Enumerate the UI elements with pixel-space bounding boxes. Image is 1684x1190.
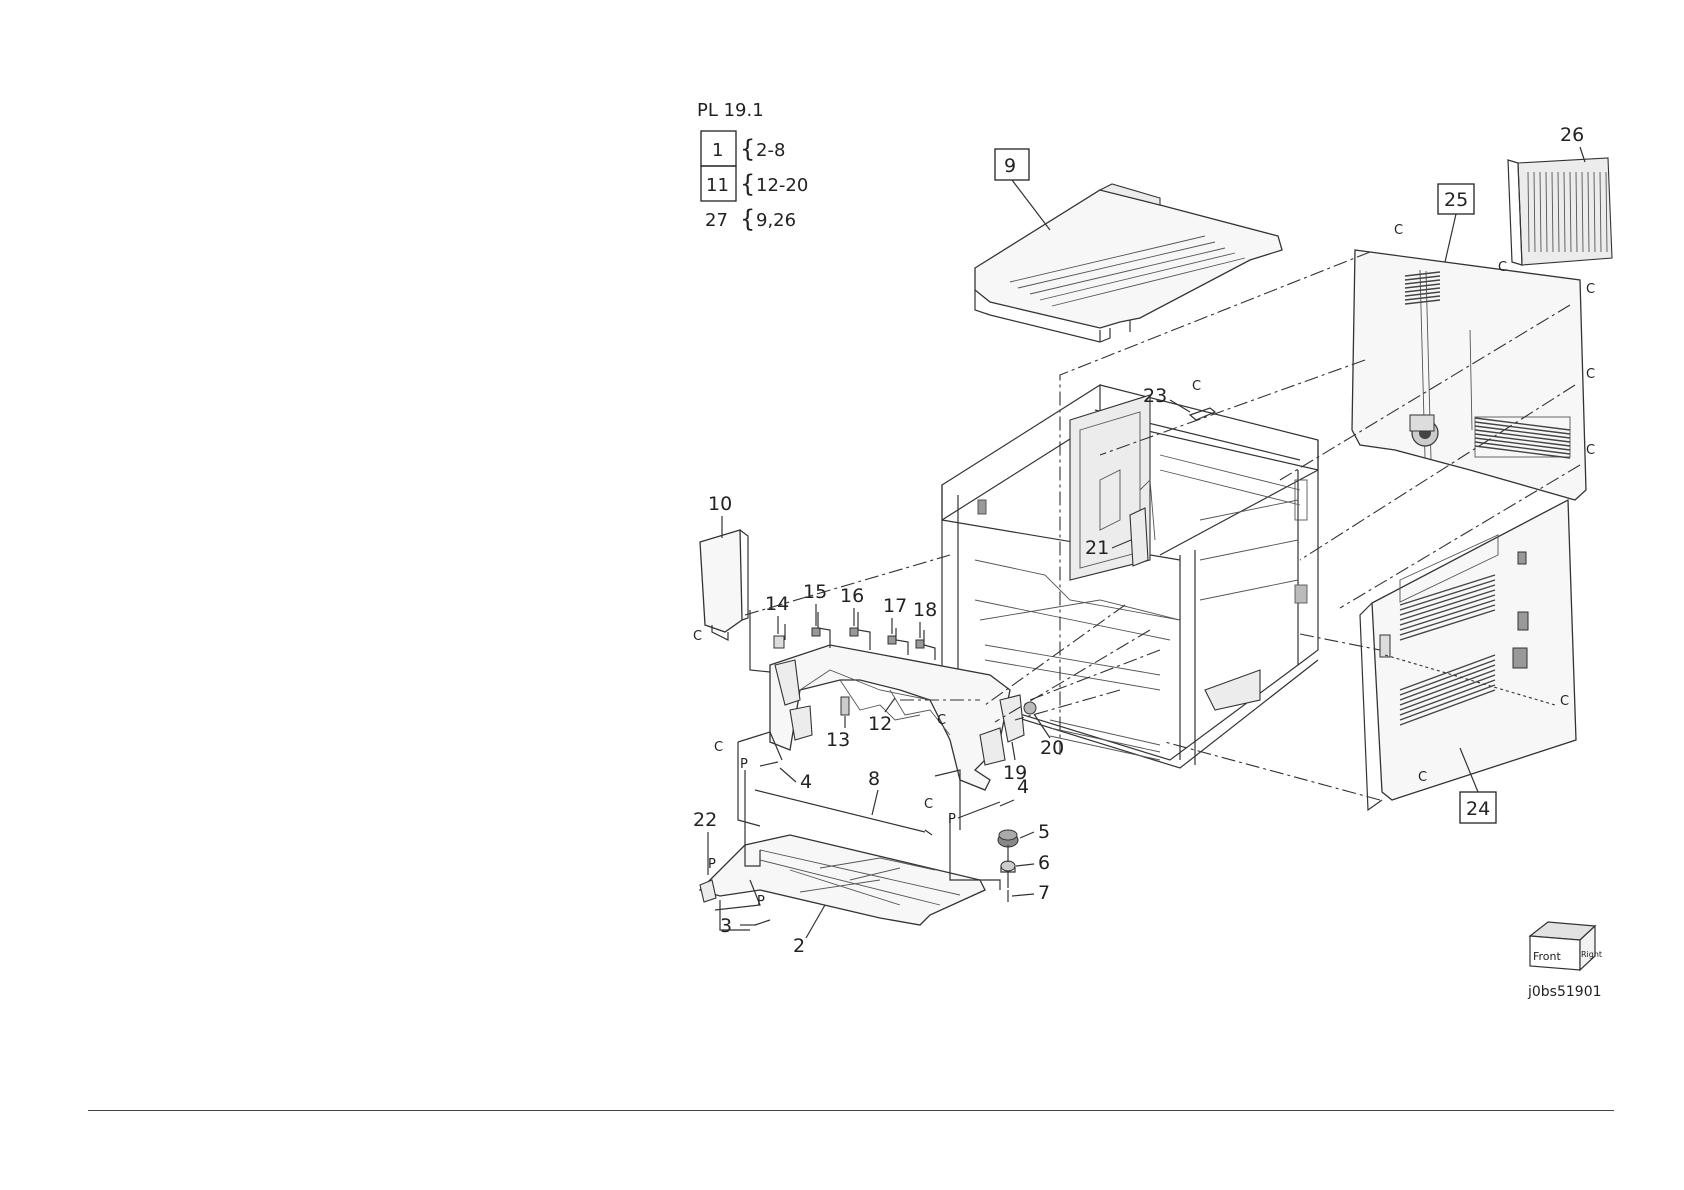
callout-10: 10: [708, 493, 732, 515]
legend-brace: {: [740, 170, 755, 198]
part-6-bearing: [1001, 861, 1015, 872]
part-4-lever-right: [958, 802, 1000, 818]
part-8-rod: [755, 790, 932, 835]
part-2-front-bottom-cover: [700, 835, 985, 925]
c-marker: C: [1586, 367, 1595, 382]
callout-21: 21: [1085, 537, 1109, 559]
callout-16: 16: [840, 585, 864, 607]
part-25-rear-cover: [1352, 250, 1586, 500]
part-3-screw: [755, 920, 770, 925]
legend-range-11: 12-20: [756, 175, 808, 196]
c-marker: C: [714, 740, 723, 755]
p-marker: P: [948, 812, 956, 827]
c-marker: C: [1560, 694, 1569, 709]
part-14-connector: [774, 636, 784, 648]
part-15-clip: [812, 628, 820, 636]
callout-20: 20: [1040, 737, 1064, 759]
callout-24: 24: [1466, 798, 1490, 820]
part-13-clamp: [841, 697, 849, 715]
legend-key-27: 27: [705, 210, 728, 231]
c-marker: C: [1498, 260, 1507, 275]
part-21-frame-bracket: [1130, 508, 1148, 566]
orientation-cube-icon: Front Right: [1530, 922, 1602, 970]
legend-range-1: 2-8: [756, 140, 785, 161]
callout-5: 5: [1038, 821, 1050, 843]
part-18-clip: [916, 640, 924, 648]
callout-17: 17: [883, 595, 907, 617]
c-marker: C: [924, 797, 933, 812]
part-4-lever-left: [760, 762, 778, 766]
callout-12: 12: [868, 713, 892, 735]
part-16-clip: [850, 628, 858, 636]
c-marker: C: [1586, 282, 1595, 297]
legend-key-11: 11: [706, 175, 729, 196]
c-marker: C: [1394, 223, 1403, 238]
callout-13: 13: [826, 729, 850, 751]
callout-23: 23: [1143, 385, 1167, 407]
callout-18: 18: [913, 599, 937, 621]
c-marker: C: [1418, 770, 1427, 785]
legend-key-1: 1: [712, 140, 723, 161]
legend-brace: {: [740, 205, 755, 233]
c-marker: C: [937, 713, 946, 728]
legend-title: PL 19.1: [697, 100, 764, 121]
callout-7: 7: [1038, 882, 1050, 904]
c-marker: C: [693, 629, 702, 644]
part-23-bracket: [1190, 408, 1215, 420]
callout-4-right: 4: [1017, 776, 1029, 798]
c-marker: C: [1192, 379, 1201, 394]
footer-rule: [88, 1110, 1614, 1111]
callout-14: 14: [765, 593, 789, 615]
part-26-rear-grille: [1508, 158, 1612, 265]
p-marker: P: [757, 894, 765, 909]
callout-4-left: 4: [800, 771, 812, 793]
part-17-clip: [888, 636, 896, 644]
p-marker: P: [708, 857, 716, 872]
callout-25: 25: [1444, 189, 1468, 211]
callout-26: 26: [1560, 124, 1584, 146]
callout-3: 3: [720, 915, 732, 937]
callout-22: 22: [693, 809, 717, 831]
c-marker: C: [1586, 443, 1595, 458]
image-id: j0bs51901: [1527, 984, 1602, 1000]
part-24-right-cover: [1360, 500, 1576, 810]
callout-8: 8: [868, 768, 880, 790]
part-10-side-cover: [700, 530, 748, 640]
part-5-gear: [998, 830, 1018, 847]
legend-range-27: 9,26: [756, 210, 796, 231]
parts-legend: PL 19.1 1 11 27 { { { 2-8 12-20 9,26: [697, 100, 808, 233]
callout-2: 2: [793, 935, 805, 957]
legend-brace: {: [740, 135, 755, 163]
callout-9: 9: [1004, 155, 1016, 177]
orientation-right: Right: [1581, 950, 1602, 959]
orientation-front: Front: [1533, 950, 1562, 963]
callout-6: 6: [1038, 852, 1050, 874]
p-marker: P: [740, 757, 748, 772]
part-9-output-tray: [975, 184, 1282, 342]
